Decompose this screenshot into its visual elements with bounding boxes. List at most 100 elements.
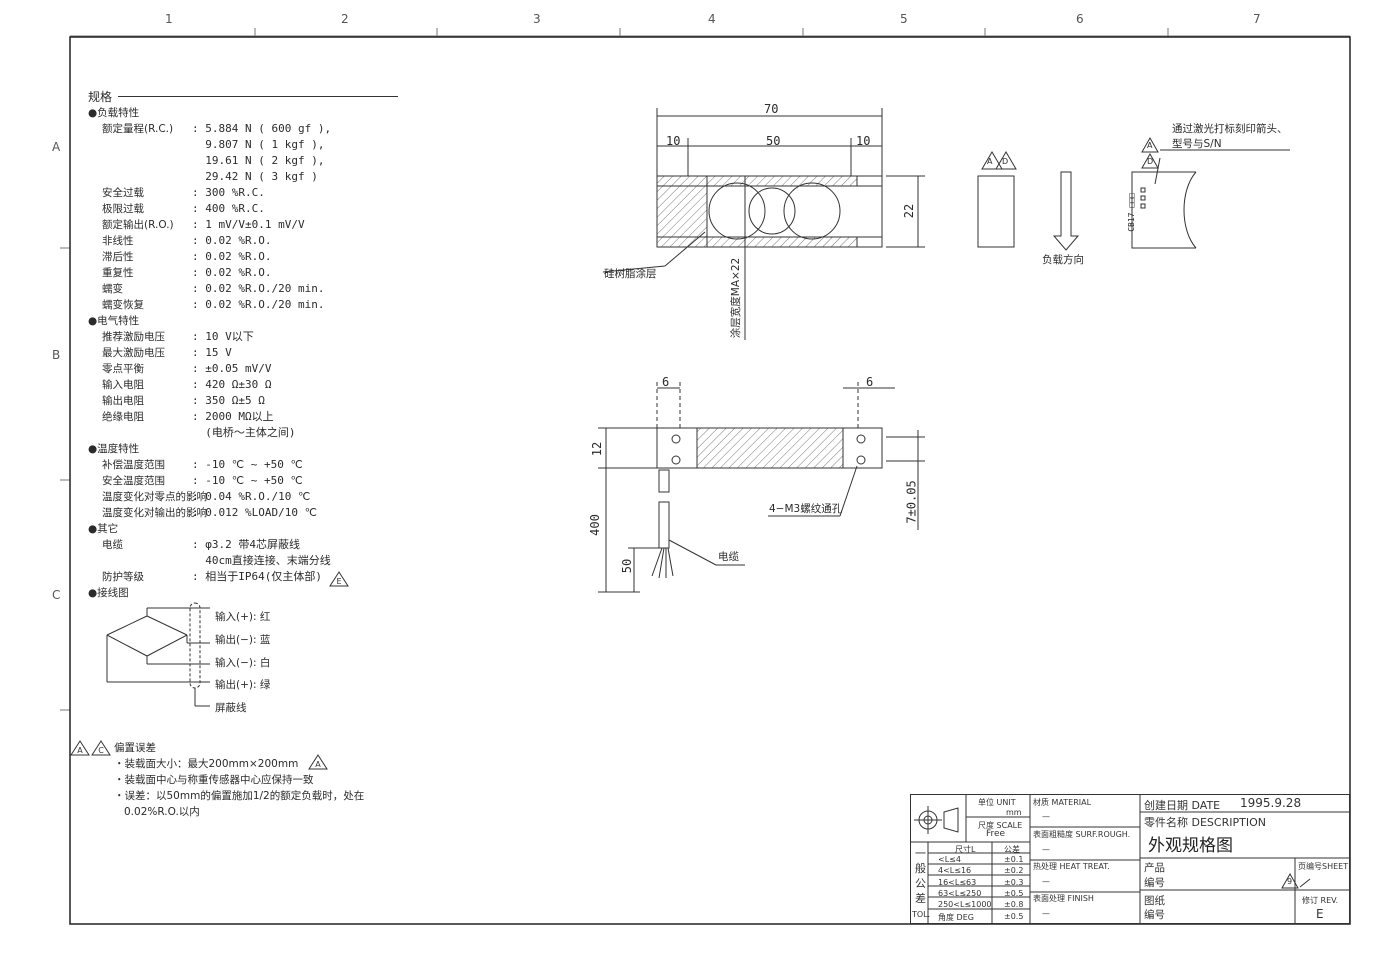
row-letter: C — [52, 588, 61, 602]
spec-row: 安全过载: 300 %R.C. — [88, 185, 398, 201]
tb-date-label: 创建日期 DATE — [1144, 799, 1221, 812]
tb-prod2: 编号 — [1144, 877, 1165, 889]
frame-border — [69, 36, 1351, 925]
col-number: 2 — [341, 12, 349, 26]
tb-desc-label: 零件名称 DESCRIPTION — [1144, 816, 1266, 829]
spec-key: 补偿温度范围 — [102, 459, 165, 471]
label-silicone: 硅树脂涂层 — [604, 268, 657, 280]
dim-strip: 50 — [620, 558, 635, 574]
dim-total: 70 — [764, 102, 779, 116]
spec-value: : 5.884 N ( 600 gf ), 9.807 N ( 1 kgf ),… — [192, 122, 332, 183]
tb-heat-val: — — [1042, 877, 1050, 886]
tb-sheet-mark: 9 — [1287, 877, 1293, 886]
col-number: 4 — [708, 12, 716, 26]
label-laser: 通过激光打标刻印箭头、 — [1172, 123, 1288, 135]
note-line: ・装载面大小：最大200mm×200mm — [114, 758, 299, 770]
dim-hole-left: 6 — [662, 375, 670, 389]
load-direction-arrow — [1052, 171, 1080, 251]
note-line: 0.02%R.O.以内 — [124, 806, 200, 818]
spec-key: 温度变化对零点的影响 — [102, 491, 207, 503]
spec-row: 补偿温度范围 : -10 ℃ ~ +50 ℃ — [88, 457, 398, 473]
spec-row: 滞后性: 0.02 %R.O. — [88, 249, 398, 265]
spec-value: : 10 V以下 — [192, 330, 254, 343]
tb-finish: 表面处理 FINISH — [1033, 894, 1094, 903]
spec-key: 蠕变恢复 — [102, 299, 144, 311]
spec-key: 防护等级 — [102, 571, 144, 583]
tb-unit-val: mm — [1006, 808, 1022, 817]
spec-key: 非线性 — [102, 235, 134, 247]
spec-block: 规格 ●负载特性额定量程(R.C.): 5.884 N ( 600 gf ), … — [88, 88, 398, 601]
tb-draw2: 编号 — [1144, 909, 1165, 921]
dim-side-h: 12 — [590, 441, 605, 457]
label-holes: 4−M3螺纹通孔 — [769, 503, 843, 515]
col-number: 6 — [1076, 12, 1084, 26]
spec-value: : 0.02 %R.O. — [192, 250, 272, 263]
tol-range: 63<L≤250 — [938, 888, 982, 898]
label-laser2: 型号与S/N — [1172, 138, 1222, 150]
wire-label: 输出(+): 绿 — [215, 679, 271, 691]
wiring-diagram — [106, 602, 210, 707]
tol-range: 角度 DEG — [938, 912, 974, 922]
col-number: 1 — [165, 12, 173, 26]
spec-value: : 400 %R.C. — [192, 202, 265, 215]
spec-row: 推荐激励电压 : 10 V以下 — [88, 329, 398, 345]
dim-mid: 50 — [766, 134, 781, 148]
mark-a: A — [987, 157, 993, 166]
spec-row: 温度变化对输出的影响: 0.012 %LOAD/10 ℃ — [88, 505, 398, 521]
spec-value: : ±0.05 mV/V — [192, 362, 272, 375]
tb-tol-head: 尺寸L — [955, 845, 976, 854]
spec-value: : -10 ℃ ~ +50 ℃ — [192, 474, 303, 487]
tb-surf-val: — — [1042, 845, 1050, 854]
label-serial: CB17-□□□ — [1126, 193, 1136, 232]
spec-value: : 0.02 %R.O./20 min. — [192, 298, 325, 311]
tb-tol-head: 公差 — [1004, 845, 1020, 854]
col-number: 3 — [533, 12, 541, 26]
spec-value: : -10 ℃ ~ +50 ℃ — [192, 458, 303, 471]
spec-group-title: ●其它 — [88, 523, 119, 535]
spec-row: 防护等级: 相当于IP64(仅主体部) — [88, 569, 398, 585]
tb-material-val: — — [1042, 812, 1050, 821]
tb-surf: 表面粗糙度 SURF.ROUGH. — [1033, 830, 1131, 839]
tb-prod: 产品 — [1144, 862, 1165, 874]
tb-sheet-label: 页编号SHEET — [1298, 862, 1349, 871]
tb-draw: 图纸 — [1144, 895, 1165, 907]
spec-key: 推荐激励电压 — [102, 331, 165, 343]
spec-row: 额定输出(R.O.): 1 mV/V±0.1 mV/V — [88, 217, 398, 233]
mark-d: D — [1002, 157, 1009, 166]
size-mark-icon: A — [308, 754, 328, 770]
spec-row: 温度变化对零点的影响: 0.04 %R.O./10 ℃ — [88, 489, 398, 505]
top-view — [602, 108, 925, 340]
spec-row: 重复性: 0.02 %R.O. — [88, 265, 398, 281]
note-line: ・装载面中心与称重传感器中心应保持一致 — [114, 774, 314, 786]
spec-key: 零点平衡 — [102, 363, 144, 375]
dim-height: 22 — [902, 203, 917, 219]
tb-tol-side: 一 — [915, 847, 926, 860]
spec-value: : 2000 MΩ以上 (电桥～主体之间) — [192, 410, 296, 439]
dim-left: 10 — [666, 134, 681, 148]
title-block-grid — [910, 794, 1350, 924]
mark-a: A — [1147, 141, 1153, 150]
spec-key: 温度变化对输出的影响 — [102, 507, 207, 519]
detail-view — [1131, 136, 1290, 249]
spec-title: 规格 — [88, 90, 113, 104]
tol-range: 4<L≤16 — [938, 866, 972, 876]
spec-group-title: ●电气特性 — [88, 315, 140, 327]
svg-text:C: C — [98, 746, 104, 755]
spec-value: : 15 V — [192, 346, 232, 359]
spec-groups: ●负载特性额定量程(R.C.): 5.884 N ( 600 gf ), 9.8… — [88, 105, 398, 585]
dim-thick: 7±0.05 — [904, 480, 919, 524]
spec-key: 最大激励电压 — [102, 347, 165, 359]
spec-value: : 0.02 %R.O. — [192, 266, 272, 279]
spec-row: 安全温度范围: -10 ℃ ~ +50 ℃ — [88, 473, 398, 489]
label-load-dir: 负载方向 — [1042, 254, 1084, 266]
note-title: 偏置误差 — [114, 742, 156, 754]
tb-tol-side: 公 — [915, 877, 926, 890]
spec-row: 电缆: φ3.2 带4芯屏蔽线 40cm直接连接、末端分线 — [88, 537, 398, 569]
dim-hole-right: 6 — [866, 375, 874, 389]
tb-rev-val: E — [1316, 907, 1324, 921]
spec-key: 额定输出(R.O.) — [102, 219, 174, 231]
svg-text:A: A — [77, 746, 83, 755]
spec-value: : φ3.2 带4芯屏蔽线 40cm直接连接、末端分线 — [192, 538, 331, 567]
spec-row: 额定量程(R.C.): 5.884 N ( 600 gf ), 9.807 N … — [88, 121, 398, 185]
mark-triangles-1 — [981, 151, 1017, 170]
